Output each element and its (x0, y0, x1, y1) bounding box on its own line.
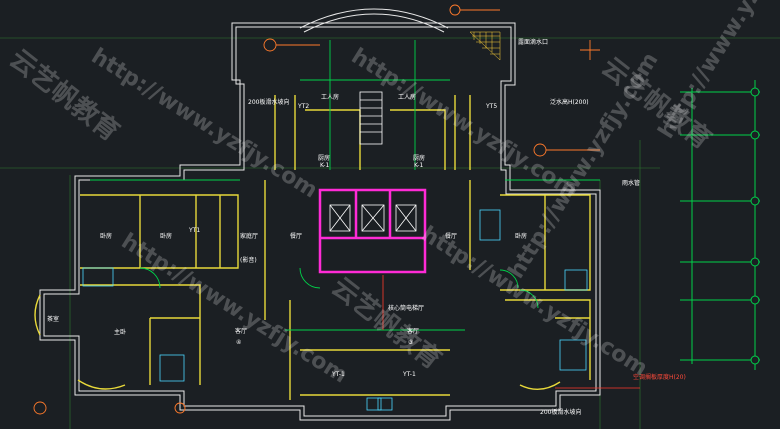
mark-b: ③ (408, 339, 413, 346)
watermark-brand-3: 云艺帆教育 (326, 271, 448, 375)
room-living-1: 客厅 (235, 327, 247, 335)
note-slab-bottom: 200板滑水坡向 (540, 408, 581, 416)
elevator-core (318, 188, 427, 274)
room-bedroom-1: 卧房 (100, 232, 112, 240)
room-kitchen-2: 厨房 (413, 154, 425, 162)
room-living-2: 客厅 (407, 327, 419, 335)
detail-callouts (33, 4, 600, 415)
inner-walls (34, 95, 591, 400)
note-core: 核心筒电梯厅 (388, 304, 424, 312)
room-family: 家庭厅 (240, 232, 258, 240)
tag-ytb: YT1 (188, 227, 200, 234)
room-worker-2: 工人房 (398, 93, 416, 101)
room-family-sub: (影音) (240, 256, 257, 264)
room-master: 主卧 (114, 328, 126, 336)
balcony-hatch (469, 31, 501, 61)
tag-k1: K-1 (320, 162, 329, 169)
tag-ytd: YT5 (485, 103, 497, 110)
tag-yt1: YT-1 (331, 371, 345, 378)
tag-ytc: YT2 (297, 103, 309, 110)
fixtures (82, 209, 588, 411)
room-bedroom-3: 卧房 (515, 232, 527, 240)
tag-yt2: YT-1 (402, 371, 416, 378)
watermark-url-2: http://www.yzfjy.com (117, 229, 352, 389)
dimension-scale (680, 80, 760, 370)
outer-walls (39, 8, 601, 421)
note-slab-left: 200板滑水坡向 (248, 98, 289, 106)
mark-a: ④ (236, 339, 241, 346)
note-downpipe: 雨水管 (622, 179, 640, 187)
room-dining-2: 餐厅 (445, 232, 457, 240)
room-dining-1: 餐厅 (290, 232, 302, 240)
room-kitchen-1: 厨房 (318, 154, 330, 162)
tag-k2: K-1 (414, 162, 423, 169)
partitions (90, 40, 600, 331)
room-bedroom-2: 卧房 (160, 232, 172, 240)
note-water: 泛水高H(200) (550, 98, 589, 106)
note-bottom-red: 空调搁板厚度H(20) (633, 373, 686, 381)
room-worker-1: 工人房 (321, 93, 339, 101)
room-tea: 茶室 (47, 315, 59, 323)
note-top-right: 露面滴水口 (518, 38, 548, 46)
